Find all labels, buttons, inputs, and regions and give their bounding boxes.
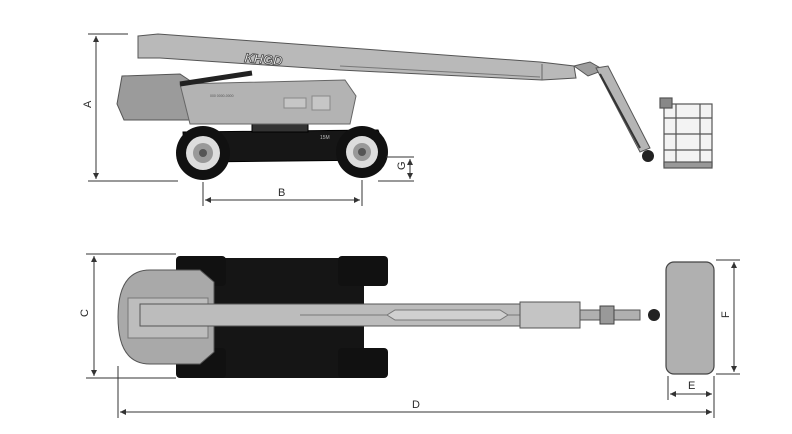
dimension-d-label: D	[412, 399, 420, 411]
jib-rotator	[642, 150, 654, 162]
turret-panel	[283, 97, 307, 109]
dimension-g: G	[378, 156, 414, 182]
boom-section-line	[339, 65, 541, 78]
turret-small-text: 000 0000-0000	[210, 94, 234, 98]
side-main-boom	[137, 33, 577, 81]
top-view	[117, 256, 715, 378]
top-jib-joint	[599, 305, 615, 325]
top-platform	[665, 261, 715, 375]
jib-cylinder	[599, 73, 641, 149]
dimension-f: F	[716, 259, 740, 375]
dimension-c-label: C	[79, 309, 91, 317]
brand-logo: KHGD	[244, 50, 284, 68]
top-wheel-front-left	[338, 256, 388, 286]
dimension-b: B	[202, 180, 363, 206]
dimension-c: C	[79, 253, 176, 379]
side-front-wheel	[336, 126, 388, 178]
dimension-g-label: G	[396, 161, 408, 170]
dimension-e: E	[667, 376, 715, 400]
side-platform-basket	[659, 97, 713, 169]
top-wheel-front-right	[338, 348, 388, 378]
side-jib-arm	[595, 65, 651, 153]
dimension-f-label: F	[720, 311, 732, 318]
model-number-tag: 15M	[320, 135, 330, 141]
dimension-e-label: E	[688, 380, 695, 392]
side-view: 15M 000 0000-0000 KHGD	[116, 33, 713, 180]
dimension-b-label: B	[278, 187, 285, 199]
top-boom-tip	[519, 301, 581, 329]
dimension-a: A	[82, 33, 178, 182]
top-boom-slot	[386, 309, 509, 321]
top-rotator	[648, 309, 660, 321]
side-turret	[179, 79, 357, 125]
lift-cylinder	[179, 70, 253, 87]
turret-panel-2	[311, 95, 331, 111]
dimension-a-label: A	[82, 100, 94, 108]
side-rear-wheel	[176, 126, 230, 180]
